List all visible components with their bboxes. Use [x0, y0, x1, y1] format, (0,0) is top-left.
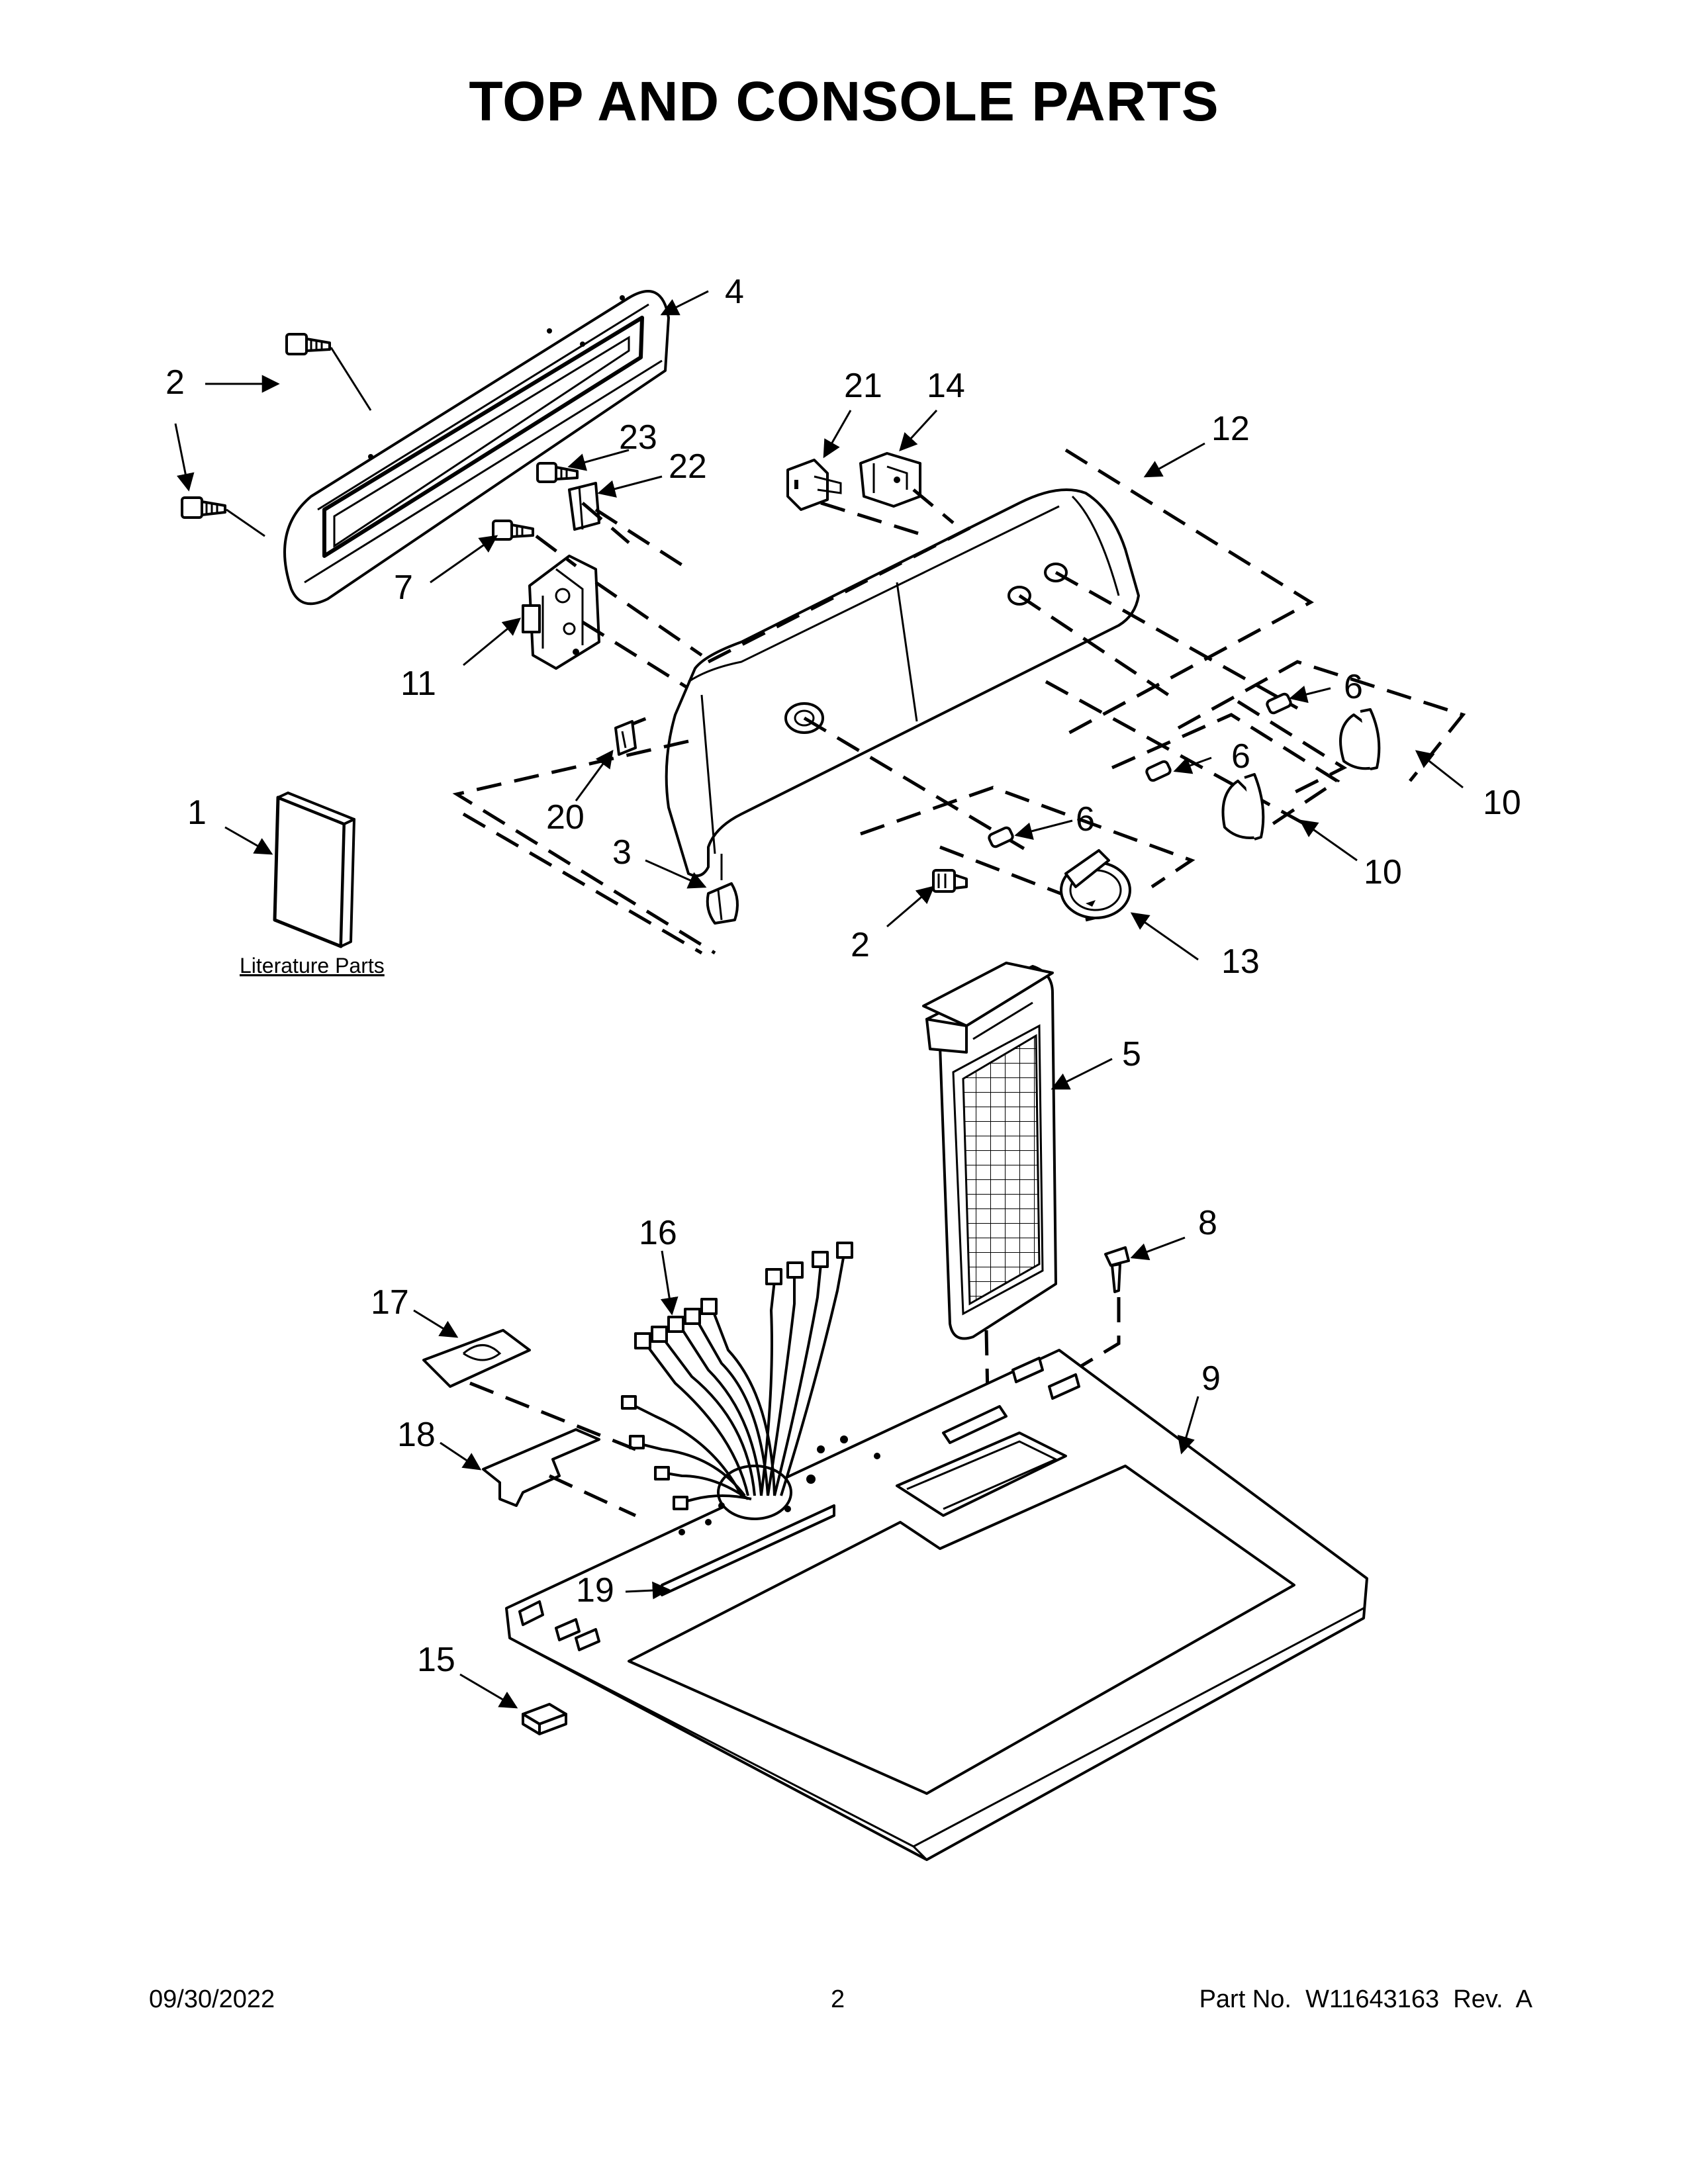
screw-8 [1104, 1246, 1130, 1293]
callout-6-middle: 6 [1231, 737, 1250, 776]
callout-23: 23 [619, 418, 657, 457]
knob-13 [1060, 849, 1131, 919]
callout-12: 12 [1211, 410, 1250, 448]
page-title: TOP AND CONSOLE PARTS [469, 70, 1219, 132]
callout-22: 22 [669, 447, 707, 486]
screw-23 [536, 462, 579, 483]
literature-parts-label: Literature Parts [240, 954, 385, 978]
clip-3 [706, 854, 739, 925]
clip-20 [614, 720, 637, 756]
callout-9: 9 [1201, 1359, 1221, 1398]
literature-1 [273, 792, 355, 948]
callout-3: 3 [612, 833, 632, 872]
callout-21: 21 [844, 367, 882, 405]
spacer-6-middle [1145, 760, 1172, 782]
callout-11: 11 [400, 664, 436, 703]
callout-13: 13 [1221, 942, 1260, 981]
screw-2-lower [181, 496, 265, 537]
switch-14 [859, 452, 921, 508]
callout-2-center: 2 [851, 926, 870, 964]
screw-2-upper [285, 333, 372, 411]
callout-7: 7 [394, 569, 413, 607]
callout-4: 4 [725, 273, 744, 311]
callout-5: 5 [1122, 1035, 1141, 1073]
footer-date: 09/30/2022 [149, 1985, 275, 2013]
callout-2-upper: 2 [165, 363, 185, 402]
screw-2-center [932, 869, 968, 893]
rear-console-panel [283, 290, 670, 606]
lint-screen-5 [922, 962, 1057, 1340]
shield-18 [482, 1428, 600, 1507]
callout-15: 15 [417, 1641, 455, 1679]
callout-19: 19 [576, 1571, 614, 1610]
footer-page-number: 2 [831, 1985, 845, 2013]
footer-part-number: Part No. W11643163 Rev. A [1199, 1985, 1532, 2013]
callout-10-upper: 10 [1483, 784, 1521, 822]
callout-6-right: 6 [1344, 668, 1363, 706]
leader-lines [174, 290, 1464, 1709]
timer-11 [522, 555, 600, 670]
callout-6-left: 6 [1076, 800, 1095, 839]
callout-14: 14 [927, 367, 965, 405]
top-panel-9 [505, 1349, 1368, 1861]
spacer-6-right [1266, 692, 1292, 715]
pad-15 [522, 1703, 567, 1735]
callout-labels: 4 2 23 22 7 11 21 14 12 6 6 10 6 10 1 20… [165, 273, 1521, 1679]
callout-17: 17 [371, 1283, 409, 1322]
callout-8: 8 [1198, 1204, 1217, 1242]
switch-21 [786, 459, 842, 511]
screw-7 [492, 520, 534, 541]
callout-20: 20 [546, 798, 585, 837]
callout-1: 1 [187, 794, 207, 832]
knob-10-upper [1339, 708, 1381, 770]
callout-18: 18 [397, 1416, 436, 1454]
bracket-17 [422, 1329, 531, 1388]
callout-16: 16 [639, 1214, 677, 1252]
wire-harness-16 [621, 1242, 853, 1510]
callout-10-lower: 10 [1364, 853, 1402, 891]
spacer-6-left [988, 826, 1014, 848]
knob-10-lower [1221, 773, 1265, 841]
